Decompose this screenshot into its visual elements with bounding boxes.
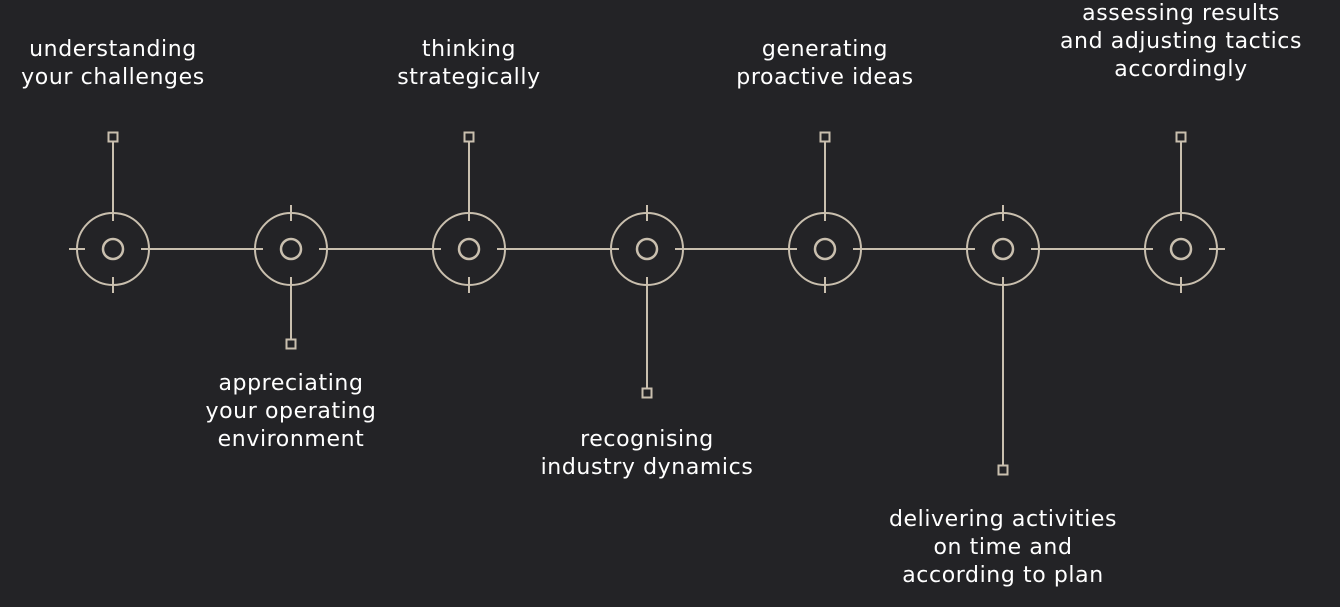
milestone-label-line: proactive ideas [736, 65, 914, 90]
milestone-label: thinking strategically [339, 36, 599, 92]
milestone-label-line: and adjusting tactics [1059, 29, 1303, 54]
milestone-label-line: recognising [580, 427, 714, 452]
target-icon [69, 205, 157, 293]
milestone-label-line: your operating [205, 399, 377, 424]
milestone-label-line: appreciating [218, 371, 364, 396]
target-center [457, 237, 481, 261]
target-ring [610, 212, 684, 286]
target-center [813, 237, 837, 261]
milestone-label-line: strategically [397, 65, 541, 90]
target-ring [788, 212, 862, 286]
milestone-label-line: environment [217, 427, 365, 452]
milestone-label-line: on time and [933, 535, 1073, 560]
target-center [991, 237, 1015, 261]
milestone-label: recognising industry dynamics [517, 426, 777, 482]
connector-marker [463, 131, 475, 143]
connector-marker [997, 464, 1009, 476]
milestone-label-line: according to plan [902, 563, 1104, 588]
target-center [635, 237, 659, 261]
milestone-label: assessing results and adjusting tactics ac… [1051, 0, 1311, 84]
target-icon [959, 205, 1047, 293]
milestone-label-line: generating [761, 37, 889, 62]
milestone-label-line: delivering activities [888, 507, 1118, 532]
connector-marker [641, 387, 653, 399]
milestone-label-line: accordingly [1114, 57, 1248, 82]
milestone-label: generating proactive ideas [695, 36, 955, 92]
target-icon [1137, 205, 1225, 293]
milestone-label-line: assessing results [1082, 1, 1280, 26]
target-ring [254, 212, 328, 286]
target-center [279, 237, 303, 261]
milestone-label: appreciating your operating environment [161, 370, 421, 454]
milestone-label-line: understanding [29, 37, 197, 62]
target-icon [425, 205, 513, 293]
target-ring [432, 212, 506, 286]
connector-marker [285, 338, 297, 350]
connector-marker [819, 131, 831, 143]
milestone-label: delivering activities on time and accordin… [873, 506, 1133, 590]
target-icon [247, 205, 335, 293]
connector-marker [1175, 131, 1187, 143]
target-ring [966, 212, 1040, 286]
milestone-label: understanding your challenges [0, 36, 243, 92]
target-ring [1144, 212, 1218, 286]
target-icon [603, 205, 691, 293]
target-icon [781, 205, 869, 293]
milestone-label-line: your challenges [21, 65, 205, 90]
target-ring [76, 212, 150, 286]
milestone-label-line: thinking [421, 37, 517, 62]
target-center [1169, 237, 1193, 261]
target-center [101, 237, 125, 261]
connector-marker [107, 131, 119, 143]
milestone-label-line: industry dynamics [540, 455, 754, 480]
